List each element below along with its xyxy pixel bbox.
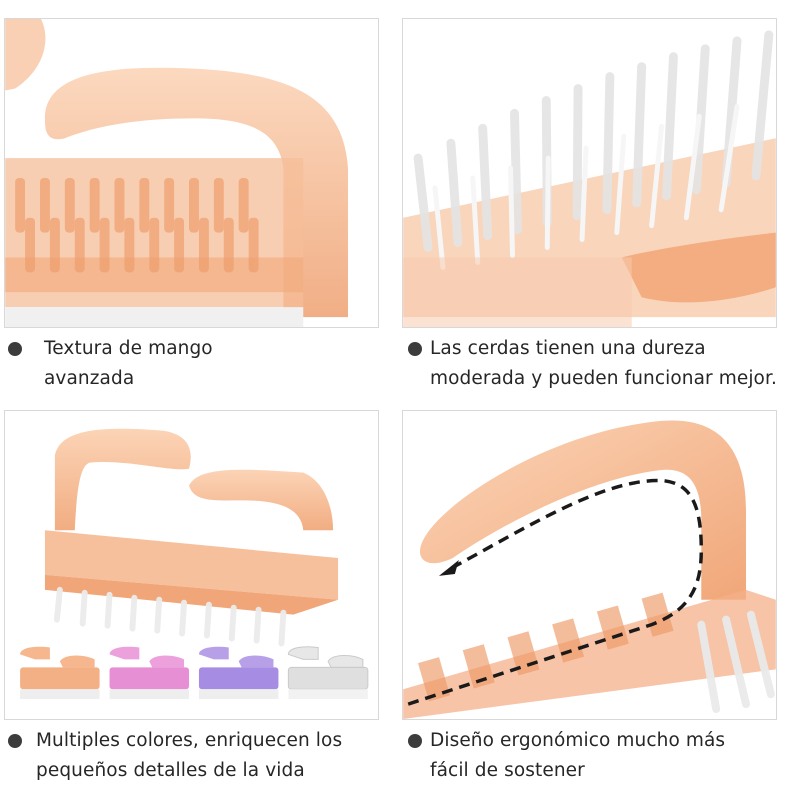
caption-line: Diseño ergonómico mucho más (430, 730, 726, 751)
handle-texture-photo (4, 18, 379, 328)
bullet-icon (8, 734, 22, 748)
caption-line: fácil de sostener (430, 760, 585, 781)
caption-line: Multiples colores, enriquecen los (36, 730, 343, 751)
handle-texture-illustration (5, 19, 348, 327)
caption-bristles: Las cerdas tienen una dureza moderada y … (408, 334, 777, 394)
caption-line: avanzada (44, 368, 135, 389)
bristles-photo (402, 18, 777, 328)
curved-arrow-icon (407, 478, 704, 706)
caption-ergonomic: Diseño ergonómico mucho más fácil de sos… (408, 726, 725, 786)
bristles-illustration (403, 30, 776, 327)
caption-line: Las cerdas tienen una dureza (430, 338, 706, 359)
ergonomic-design-illustration (403, 420, 776, 719)
caption-handle-texture: Textura de mango avanzada (8, 334, 213, 394)
peach-variant (20, 646, 100, 700)
purple-variant (198, 646, 279, 700)
color-variants-illustration (20, 428, 369, 700)
bullet-icon (408, 342, 422, 356)
ergonomic-design-photo (402, 410, 777, 720)
pink-variant (109, 646, 190, 700)
clear-variant (287, 646, 369, 700)
bullet-icon (408, 734, 422, 748)
color-variants-photo (4, 410, 379, 720)
caption-line: Textura de mango (44, 338, 213, 359)
caption-line: pequeños detalles de la vida (36, 760, 305, 781)
bullet-icon (8, 342, 22, 356)
caption-line: moderada y pueden funcionar mejor. (430, 368, 777, 389)
caption-colors: Multiples colores, enriquecen los pequeñ… (8, 726, 342, 786)
